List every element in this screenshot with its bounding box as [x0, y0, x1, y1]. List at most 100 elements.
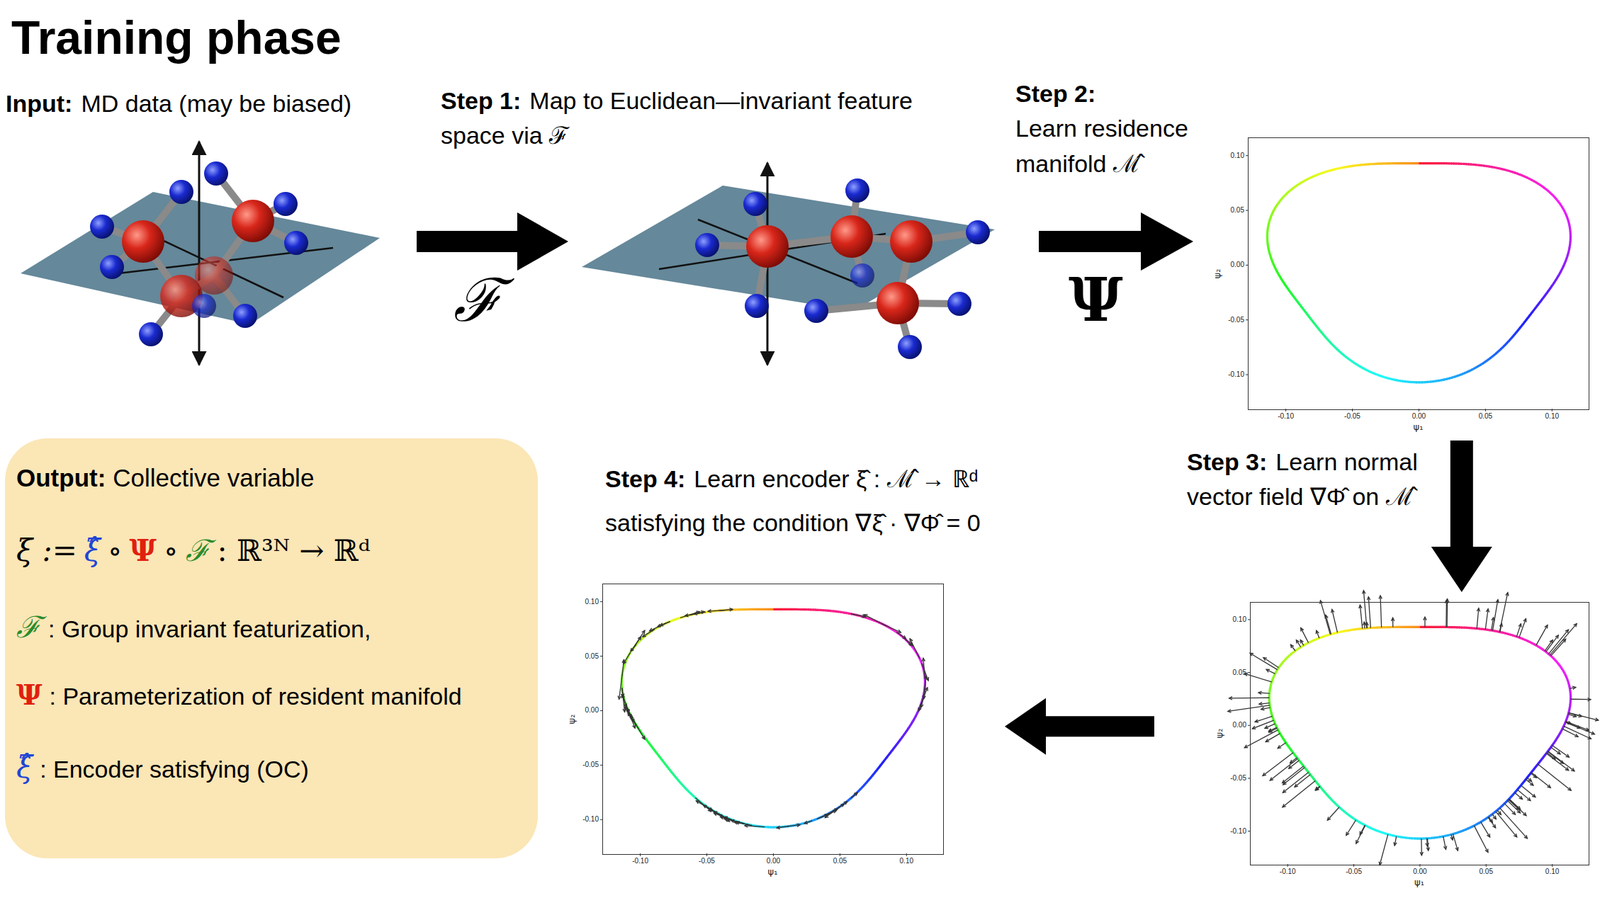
- tick-label: 0.00: [585, 707, 599, 715]
- tick-mark: [706, 853, 708, 857]
- tick-mark: [600, 710, 604, 712]
- output-text: Collective variable: [112, 464, 314, 493]
- vector-arrow: [631, 630, 645, 652]
- axis-label: ψ₁: [1413, 422, 1424, 432]
- vector-arrow: [1499, 593, 1509, 633]
- vector-arrow: [1320, 600, 1331, 635]
- vector-arrow: [921, 663, 929, 681]
- output-text: Output:: [16, 464, 106, 493]
- tick-mark: [1551, 864, 1553, 868]
- step-text: Step 1:Map to Euclidean—invariant featur…: [440, 83, 923, 154]
- step-text: Input:MD data (may be biased): [5, 86, 460, 122]
- vector-arrow: [1266, 669, 1275, 674]
- vector-arrow: [1548, 751, 1575, 772]
- vector-arrow: [904, 639, 912, 646]
- vector-arrow: [1536, 625, 1548, 647]
- formula-symbol: ∘: [163, 533, 179, 569]
- vector-arrow: [1546, 635, 1559, 652]
- step-text: Step 4:Learn encoder ξ̂ : ℳ̂ → ℝᵈ: [605, 462, 1144, 497]
- tick-label: -0.05: [698, 858, 715, 866]
- tick-label: 0.05: [833, 858, 847, 866]
- vector-arrow: [719, 608, 733, 612]
- output-line: Output:Collective variable: [16, 464, 321, 493]
- vector-arrow: [625, 705, 630, 713]
- tick-mark: [1245, 265, 1249, 266]
- vector-arrow: [734, 821, 752, 827]
- vector-arrow: [1423, 617, 1427, 628]
- vector-arrow: [1315, 787, 1321, 791]
- vector-arrow: [1378, 834, 1389, 866]
- tick-label: -0.10: [1277, 413, 1294, 421]
- vector-arrow: [630, 716, 636, 725]
- vector-arrow: [1504, 804, 1515, 815]
- step-heading: Step 1:: [440, 87, 521, 115]
- scatter-plot: [1248, 138, 1588, 409]
- vector-arrow: [1315, 630, 1320, 639]
- plot-panel: 0.100.050.00-0.05-0.10-0.10-0.050.000.05…: [1247, 137, 1590, 411]
- vector-arrow: [1565, 721, 1572, 725]
- tick-label: 0.00: [1412, 868, 1427, 876]
- vector-arrow: [1552, 745, 1570, 758]
- tick-label: 0.05: [1232, 669, 1247, 677]
- vector-arrow: [909, 639, 920, 659]
- vector-arrow: [724, 818, 745, 825]
- tick-mark: [1485, 408, 1486, 412]
- vector-arrow: [624, 707, 637, 725]
- step-text: Step 3:Learn normal vector field ∇Φ̂ on …: [1186, 444, 1435, 516]
- tick-label: 0.00: [766, 858, 781, 866]
- vector-arrow: [1473, 826, 1489, 854]
- vector-arrow: [1227, 705, 1270, 713]
- tick-mark: [1247, 672, 1251, 674]
- vector-arrow: [1244, 673, 1272, 683]
- vector-arrow: [1562, 729, 1579, 737]
- vector-arrow: [1249, 653, 1278, 670]
- vector-arrow: [851, 792, 858, 799]
- step-heading: Step 4:: [605, 465, 686, 493]
- vector-arrow: [1315, 786, 1320, 791]
- step-description: Learn residence manifold ℳ̂: [1015, 114, 1189, 177]
- tick-label: -0.10: [582, 816, 599, 824]
- vector-arrow: [1480, 822, 1491, 838]
- vector-arrow: [632, 637, 642, 651]
- vector-arrow: [1525, 779, 1534, 786]
- vector-arrow: [817, 814, 828, 820]
- vector-arrow: [1445, 599, 1449, 628]
- vector-arrow: [1514, 792, 1523, 800]
- flow-arrow: [1004, 698, 1155, 756]
- vector-arrow: [896, 632, 906, 640]
- axis-label: ψ₂: [567, 714, 577, 725]
- tick-mark: [1247, 725, 1251, 727]
- vector-arrow: [622, 688, 626, 713]
- formula-symbol: ξ̂: [16, 750, 33, 786]
- tick-mark: [600, 765, 604, 766]
- tick-label: -0.10: [1279, 868, 1297, 876]
- tick-label: 0.05: [1478, 413, 1493, 421]
- axis-label: ψ₁: [768, 867, 779, 877]
- tick-mark: [600, 819, 604, 821]
- vector-arrow: [693, 612, 706, 616]
- molecule-featurized: [581, 162, 995, 365]
- scatter-plot: [1250, 603, 1588, 865]
- tick-mark: [1418, 408, 1420, 412]
- map-symbol: Ψ: [1068, 267, 1124, 334]
- vector-arrow: [1269, 728, 1278, 733]
- tick-label: -0.05: [582, 761, 599, 769]
- step-description: MD data (may be biased): [80, 89, 352, 117]
- tick-mark: [639, 853, 641, 857]
- scatter-plot: [603, 584, 943, 854]
- vector-arrow: [1262, 753, 1294, 777]
- tick-mark: [1245, 210, 1249, 212]
- vector-arrow: [1491, 617, 1495, 631]
- vector-arrow: [1282, 780, 1316, 808]
- vector-arrow: [713, 813, 732, 821]
- vector-arrow: [1563, 726, 1592, 740]
- tick-mark: [1247, 619, 1251, 621]
- step-text: Step 2:Learn residence manifold ℳ̂: [1015, 76, 1228, 182]
- vector-arrow: [1346, 820, 1357, 837]
- vector-arrow: [1296, 640, 1301, 648]
- plot-panel: 0.100.050.00-0.05-0.10-0.10-0.050.000.05…: [1249, 602, 1590, 866]
- vector-arrow: [1508, 799, 1527, 816]
- vector-arrow: [1531, 773, 1551, 789]
- vector-arrow: [1265, 734, 1280, 743]
- tick-label: 0.05: [1479, 868, 1494, 876]
